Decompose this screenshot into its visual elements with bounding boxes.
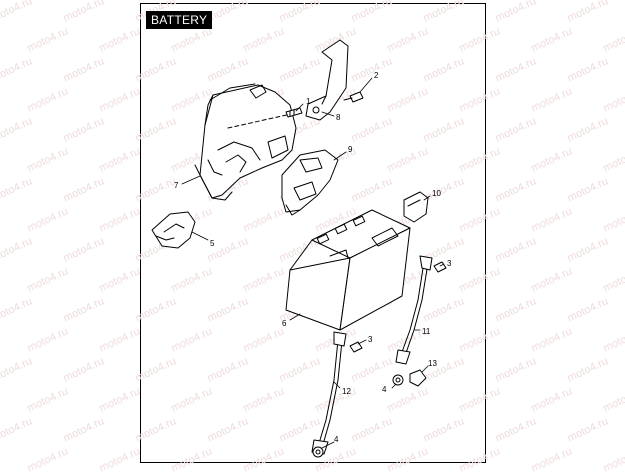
callout-7: 7 xyxy=(174,181,179,190)
nut-part-4-lower xyxy=(312,446,324,458)
screw-part-1 xyxy=(285,107,303,118)
callout-13: 13 xyxy=(428,359,437,368)
screw-part-2 xyxy=(343,91,364,103)
bracket-part-9 xyxy=(281,149,339,216)
leader-lines xyxy=(181,77,445,449)
callout-12: 12 xyxy=(342,387,351,396)
diagram-title: BATTERY xyxy=(146,11,213,29)
callout-10: 10 xyxy=(432,189,441,198)
battery-part-6 xyxy=(285,209,411,331)
callout-1: 1 xyxy=(306,97,311,106)
callout-9: 9 xyxy=(348,145,353,154)
battery-tray-part-7 xyxy=(194,83,301,201)
nut-part-4-upper xyxy=(392,374,404,386)
callout-3-upper: 3 xyxy=(447,259,452,268)
callout-2: 2 xyxy=(374,71,379,80)
spacer-part-13 xyxy=(409,369,427,387)
bolt-part-3-upper xyxy=(433,261,447,273)
callout-8: 8 xyxy=(336,113,341,122)
cable-part-12 xyxy=(311,331,347,455)
callout-5: 5 xyxy=(210,239,215,248)
bolt-part-3-lower xyxy=(349,341,363,353)
clip-part-5 xyxy=(151,211,196,249)
diagram-frame xyxy=(140,3,486,463)
callout-6: 6 xyxy=(282,319,287,328)
callout-3-lower: 3 xyxy=(368,335,373,344)
callout-4-upper: 4 xyxy=(382,385,387,394)
cable-part-11 xyxy=(395,255,433,365)
callout-11: 11 xyxy=(422,327,431,336)
terminal-cover-part-10 xyxy=(403,191,429,223)
callout-4-lower: 4 xyxy=(334,435,339,444)
hold-down-strap xyxy=(305,39,349,121)
